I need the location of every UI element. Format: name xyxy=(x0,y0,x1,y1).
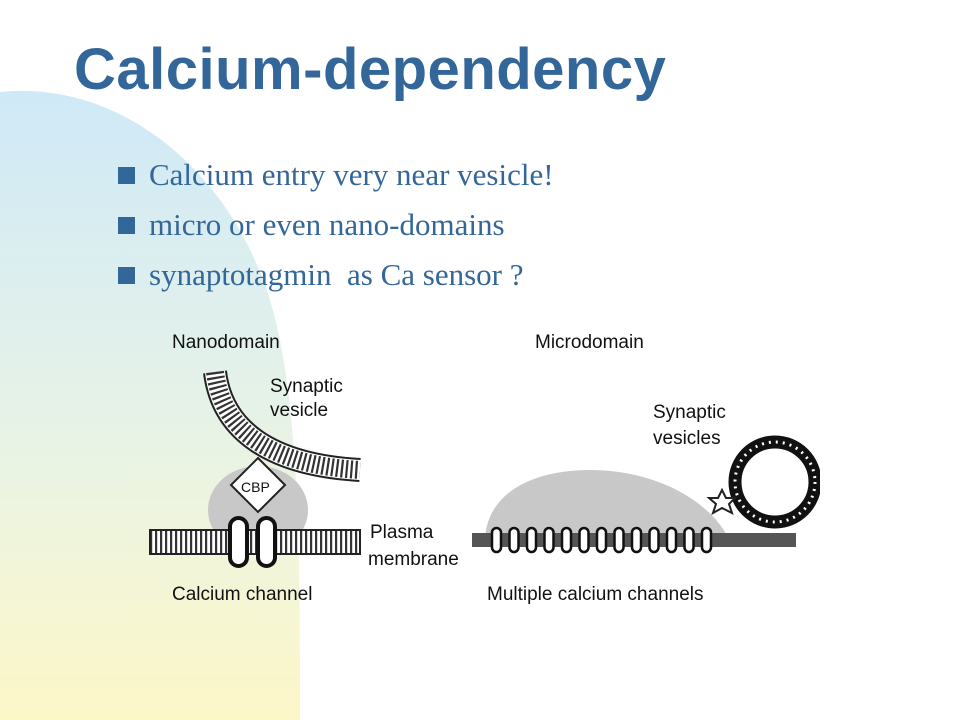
calcium-channel-capsule xyxy=(648,526,660,554)
slide-title: Calcium-dependency xyxy=(74,37,667,102)
nanodomain-plasma-membrane xyxy=(149,529,361,555)
calcium-channel-capsule xyxy=(508,526,520,554)
calcium-channel-capsule xyxy=(525,526,538,554)
bullet-text: Calcium entry very near vesicle! xyxy=(149,157,554,192)
synaptic-vesicle-curve xyxy=(203,370,361,482)
multiple-calcium-channels xyxy=(490,526,713,554)
microdomain-calcium-cloud xyxy=(485,470,730,542)
bullet-item: micro or even nano-domains xyxy=(118,200,554,250)
plasma-membrane-label-line1: Plasma xyxy=(370,522,434,543)
calcium-channel-capsule xyxy=(665,526,678,554)
calcium-channel-capsule xyxy=(613,526,625,554)
bullet-item: synaptotagmin as Ca sensor ? xyxy=(118,250,554,300)
calcium-channel-capsule xyxy=(630,526,643,554)
synaptic-vesicles-label-line1: Synaptic xyxy=(653,402,726,423)
bullet-text: micro or even nano-domains xyxy=(149,207,505,242)
calcium-channel-capsule xyxy=(683,526,695,554)
multiple-calcium-channels-label: Multiple calcium channels xyxy=(487,584,704,605)
calcium-channel-capsule xyxy=(543,526,555,554)
calcium-sensor-star xyxy=(706,487,738,516)
calcium-channel-capsule xyxy=(595,526,608,554)
synaptic-vesicle-label-line1: Synaptic xyxy=(270,376,343,397)
microdomain-title: Microdomain xyxy=(535,332,644,353)
cbp-label: CBP xyxy=(241,479,270,495)
synaptic-vesicles-label-line2: vesicles xyxy=(653,428,721,449)
bullet-text: synaptotagmin as Ca sensor ? xyxy=(149,257,524,292)
calcium-channel-capsule xyxy=(700,526,713,554)
square-bullet-icon xyxy=(118,266,135,284)
calcium-domain-diagram: Nanodomain CBP Synaptic vesicle Calcium … xyxy=(149,332,820,605)
synaptic-vesicle-label-line2: vesicle xyxy=(270,400,328,421)
bullet-list: Calcium entry very near vesicle! micro o… xyxy=(118,150,554,300)
cbp-protein: CBP xyxy=(229,456,287,514)
calcium-channel-capsule xyxy=(490,526,503,554)
plasma-membrane-label-line2: membrane xyxy=(368,549,459,570)
synaptic-vesicle-circle xyxy=(728,435,820,529)
calcium-channel-capsule xyxy=(560,526,573,554)
calcium-channel xyxy=(228,516,277,568)
square-bullet-icon xyxy=(118,216,135,234)
square-bullet-icon xyxy=(118,166,135,184)
calcium-channel-capsule xyxy=(578,526,590,554)
calcium-channel-label: Calcium channel xyxy=(172,584,312,605)
nanodomain-title: Nanodomain xyxy=(172,332,280,353)
bullet-item: Calcium entry very near vesicle! xyxy=(118,150,554,200)
